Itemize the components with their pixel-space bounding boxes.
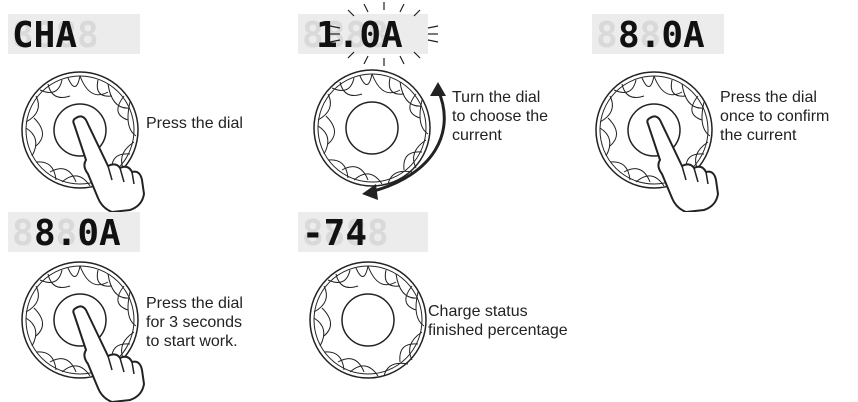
dial-with-hand-icon bbox=[21, 261, 145, 402]
svg-text:8888: 8888 bbox=[12, 15, 99, 54]
svg-text:8888: 8888 bbox=[596, 15, 683, 54]
lcd-readout-step-1: CHA bbox=[12, 15, 77, 54]
lcd-display-step-1: 8888 CHA bbox=[8, 14, 140, 54]
caption-step-3: Press the dial once to confirm the curre… bbox=[720, 89, 830, 144]
lcd-display-step-4: 8888 8.0A bbox=[8, 212, 140, 252]
caption-step-5: Charge status finished percentage bbox=[428, 303, 568, 339]
svg-text:8888: 8888 bbox=[302, 15, 389, 54]
dial-knob-step-4[interactable] bbox=[12, 252, 162, 402]
dial-with-hand-icon bbox=[595, 71, 719, 212]
lcd-display-step-3: 8888 8.0A bbox=[592, 14, 724, 54]
caption-step-1: Press the dial bbox=[146, 115, 243, 132]
lcd-readout-step-3: 8.0A bbox=[618, 15, 705, 54]
lcd-display-step-5: 8888 -74 bbox=[298, 212, 428, 252]
lcd-readout-step-5: -74 bbox=[302, 213, 367, 252]
lcd-display-step-2: 8888 1.0A bbox=[298, 14, 428, 54]
rotate-arrow-icon bbox=[362, 82, 446, 200]
dial-knob-step-3[interactable] bbox=[586, 62, 736, 212]
blink-rays-icon bbox=[329, 2, 439, 66]
svg-text:8888: 8888 bbox=[302, 213, 389, 252]
lcd-readout-step-4: 8.0A bbox=[34, 213, 121, 252]
dial-knob-step-1[interactable] bbox=[12, 62, 162, 212]
caption-step-4: Press the dial for 3 seconds to start wo… bbox=[146, 295, 243, 350]
dial-with-hand-icon bbox=[21, 71, 145, 212]
caption-step-2: Turn the dial to choose the current bbox=[452, 89, 549, 144]
svg-text:8888: 8888 bbox=[12, 213, 99, 252]
